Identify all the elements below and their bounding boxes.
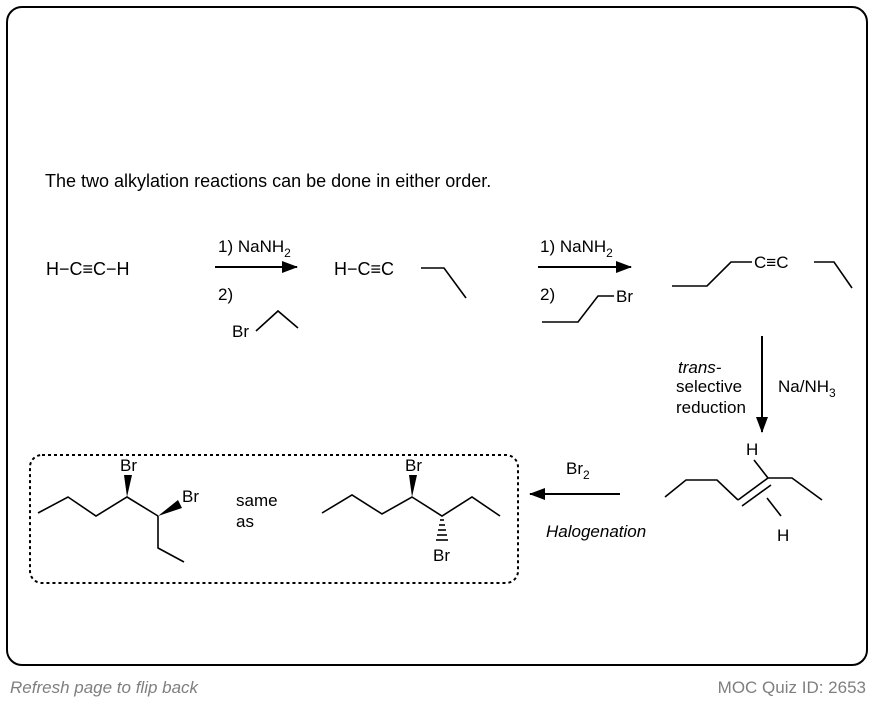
trans-label: trans- [678,358,722,377]
refresh-hint: Refresh page to flip back [10,678,199,697]
alkene-h-bottom: H [777,526,789,545]
intro-text: The two alkylation reactions can be done… [45,171,491,191]
heptyne-ethyl-chain [814,261,853,289]
same-text: same [236,491,278,510]
left-dibromide-ethyl [157,516,185,563]
left-br-right: Br [182,487,199,506]
selective-label: selective [676,377,742,396]
step1-reagent2-label: 2) [218,285,233,304]
ethyl-bromide-chain [255,309,299,332]
step4-reagent: Br2 [566,459,590,482]
butyne-label: H−C≡C [334,259,394,279]
propyl-bromide-chain [542,295,614,323]
alkene-propyl-chain [664,479,739,501]
butyne-ethyl-chain [421,267,467,299]
alkene-h-bottom-bond [766,497,782,517]
halogenation-label: Halogenation [546,522,646,541]
as-text: as [236,512,254,531]
right-wedge-top [409,475,417,497]
right-hash-bond [436,519,448,541]
left-dibromide-chain [37,496,159,517]
quiz-id: MOC Quiz ID: 2653 [717,678,866,697]
step2-reagent1: 1) NaNH2 [540,237,613,260]
reduction-label: reduction [676,398,746,417]
alkene-double-bond-1 [737,477,769,501]
alkene-h-top-bond [753,459,769,479]
right-br-bottom: Br [433,546,450,565]
left-wedge-top [124,475,132,497]
heptyne-alkyne: C≡C [754,253,788,272]
alkene-ethyl-chain [768,477,823,501]
right-dibromide-chain [321,494,501,517]
step1-reagent1: 1) NaNH2 [218,237,291,260]
heptyne-propyl-chain [672,261,752,287]
step2-reagent2-label: 2) [540,285,555,304]
left-br-top: Br [120,456,137,475]
alkene-h-top: H [746,440,758,459]
alkene-guide [768,478,784,519]
left-wedge-right [158,500,182,516]
products-box [29,454,519,584]
right-br-top: Br [405,456,422,475]
step3-reagent: Na/NH3 [778,377,836,400]
alkene-double-bond-2 [741,484,772,507]
propyl-bromide-br: Br [616,287,633,306]
quiz-card [6,6,868,666]
ethyl-bromide-br: Br [232,322,249,341]
acetylene: H−C≡C−H [46,259,130,279]
